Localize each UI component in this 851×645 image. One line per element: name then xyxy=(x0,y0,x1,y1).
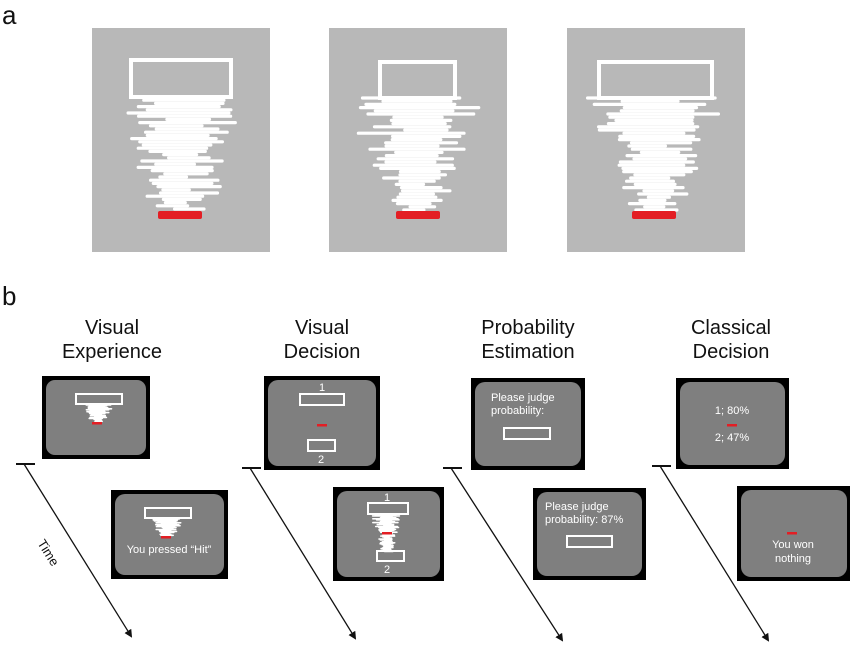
noise-pattern-1 xyxy=(126,95,237,211)
condition-3-screen-1: Please judge probability: xyxy=(471,378,585,470)
option-1-text: 1; 80% xyxy=(715,405,749,417)
condition-2-title-line1: Visual xyxy=(295,317,349,339)
option-2-label: 2 xyxy=(384,564,390,576)
red-marker xyxy=(396,211,440,219)
condition-1-screen-1 xyxy=(42,376,150,459)
option-1-label: 1 xyxy=(319,382,325,394)
condition-1-title-line2: Experience xyxy=(62,341,162,363)
feedback-text: You pressed “Hit” xyxy=(127,544,212,556)
time-arrow-4 xyxy=(652,465,770,642)
red-marker xyxy=(158,211,202,219)
prompt-line2: probability: 87% xyxy=(545,514,623,526)
red-marker xyxy=(787,532,797,535)
option-2-text: 2; 47% xyxy=(715,432,749,444)
prompt-line1: Please judge xyxy=(545,501,609,513)
condition-3-title-line2: Estimation xyxy=(481,341,574,363)
condition-4-screen-1: 1; 80% 2; 47% xyxy=(676,378,789,469)
time-arrow-2 xyxy=(242,467,357,640)
option-2-label: 2 xyxy=(318,454,324,466)
condition-2-screen-1: 1 2 xyxy=(264,376,380,470)
prompt-line2: probability: xyxy=(491,405,544,417)
prompt-line1: Please judge xyxy=(491,392,555,404)
option-1-label: 1 xyxy=(384,492,390,504)
outcome-line1: You won xyxy=(772,539,814,551)
condition-2-screen-2: 1 2 xyxy=(333,487,444,581)
stimulus-3 xyxy=(567,28,745,252)
red-marker xyxy=(727,424,737,427)
red-marker xyxy=(632,211,676,219)
condition-4-screen-2: You won nothing xyxy=(737,486,850,581)
noise-pattern-2 xyxy=(356,96,481,212)
stimulus-2 xyxy=(329,28,507,252)
red-marker xyxy=(382,532,392,535)
stimulus-1 xyxy=(92,28,270,252)
red-marker xyxy=(317,424,327,427)
outcome-line2: nothing xyxy=(775,553,811,565)
red-marker xyxy=(92,422,102,425)
time-arrow-1 xyxy=(16,463,133,638)
condition-3-screen-2: Please judge probability: 87% xyxy=(533,488,646,580)
condition-1-screen-2: You pressed “Hit” xyxy=(111,490,228,579)
time-arrow-3 xyxy=(443,467,564,642)
panel-b-label: b xyxy=(2,281,16,311)
noise-pattern-3 xyxy=(585,96,721,212)
condition-2-title-line2: Decision xyxy=(284,341,361,363)
red-marker xyxy=(161,536,171,539)
condition-1-title-line1: Visual xyxy=(85,317,139,339)
condition-4-title-line2: Decision xyxy=(693,341,770,363)
condition-4-title-line1: Classical xyxy=(691,317,771,339)
response-box xyxy=(503,427,551,440)
condition-3-title-line1: Probability xyxy=(481,317,574,339)
time-label: Time xyxy=(34,537,62,569)
response-box xyxy=(566,535,613,548)
panel-a-label: a xyxy=(2,0,17,30)
